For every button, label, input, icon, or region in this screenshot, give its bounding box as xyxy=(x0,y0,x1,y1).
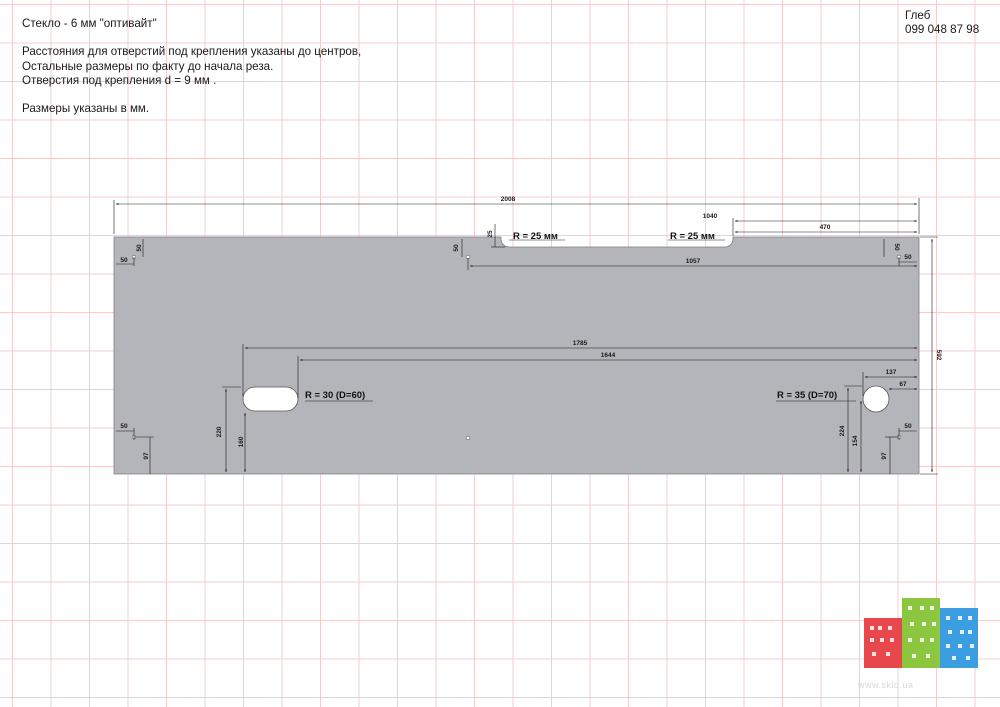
dim-slot-center: 160 xyxy=(238,436,245,447)
dim-total-width: 2008 xyxy=(501,196,516,203)
dim-hole-tm-to-right: 1057 xyxy=(686,258,701,265)
company-logo xyxy=(864,598,978,668)
dim-hole-tl-x: 50 xyxy=(120,257,128,264)
dim-hole-tr-y: 50 xyxy=(893,243,900,251)
dim-hole-right-cx: 67 xyxy=(899,381,907,388)
dim-hole-right-center: 154 xyxy=(852,435,859,446)
dim-slot-center-to-right: 1644 xyxy=(601,352,616,359)
dim-slot-left-to-right: 1785 xyxy=(573,340,588,347)
dim-height: 592 xyxy=(935,350,942,361)
label-notch-radius-left: R = 25 мм xyxy=(513,231,558,242)
dim-notch-end-to-right: 470 xyxy=(820,224,831,231)
label-hole-radius: R = 35 (D=70) xyxy=(777,390,837,401)
dim-hole-bl-x: 50 xyxy=(120,423,128,430)
note-line-2: Остальные размеры по факту до начала рез… xyxy=(22,59,274,73)
mount-hole-center xyxy=(465,435,471,441)
note-line-4: Размеры указаны в мм. xyxy=(22,102,150,116)
dim-hole-right-top: 224 xyxy=(839,425,846,436)
dim-notch-depth: 25 xyxy=(487,230,494,238)
contact-name: Глеб xyxy=(905,9,931,22)
dim-hole-br-x: 50 xyxy=(904,423,912,430)
dim-hole-br-y: 97 xyxy=(881,452,888,460)
oval-slot xyxy=(242,386,299,412)
note-line-3: Отверстия под крепления d = 9 мм . xyxy=(22,73,217,87)
watermark-site: www.sklo.ua xyxy=(858,680,914,690)
logo-building-red xyxy=(864,618,904,668)
dim-notch-to-right: 1040 xyxy=(703,213,718,220)
dim-hole-bl-y: 97 xyxy=(143,452,150,460)
dim-hole-right-dx: 137 xyxy=(886,369,897,376)
label-slot-radius: R = 30 (D=60) xyxy=(305,390,365,401)
notes-block: Стекло - 6 мм "оптивайт" Расстояния для … xyxy=(22,17,361,116)
label-notch-radius-right: R = 25 мм xyxy=(670,231,715,242)
glass-panel xyxy=(113,236,920,475)
dim-hole-tl-y: 50 xyxy=(136,244,143,252)
note-line-1: Расстояния для отверстий под крепления у… xyxy=(22,45,362,59)
contact-block: Глеб 099 048 87 98 xyxy=(905,9,979,37)
dim-hole-tm-y: 50 xyxy=(453,244,460,252)
dim-hole-tr-x: 50 xyxy=(904,254,912,261)
round-hole xyxy=(862,385,890,413)
contact-phone: 099 048 87 98 xyxy=(905,23,980,36)
dim-slot-bottom: 220 xyxy=(216,426,223,437)
glass-title: Стекло - 6 мм "оптивайт" xyxy=(22,17,157,30)
